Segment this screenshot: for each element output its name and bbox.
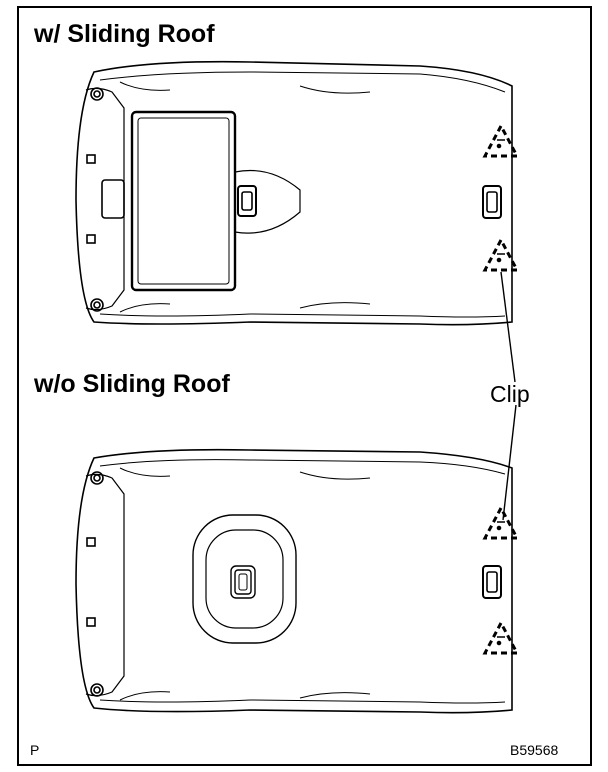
- headliner-with-sliding-roof: [75, 60, 519, 326]
- figure-code: B59568: [510, 742, 559, 758]
- clip-label: Clip: [490, 381, 530, 407]
- heading-without-sliding-roof: w/o Sliding Roof: [34, 370, 230, 398]
- headliner-without-sliding-roof: [75, 448, 519, 714]
- heading-with-sliding-roof: w/ Sliding Roof: [34, 20, 215, 48]
- corner-letter: P: [30, 742, 40, 758]
- clip-leader-lines: [500, 271, 517, 521]
- figure-frame: [17, 6, 592, 766]
